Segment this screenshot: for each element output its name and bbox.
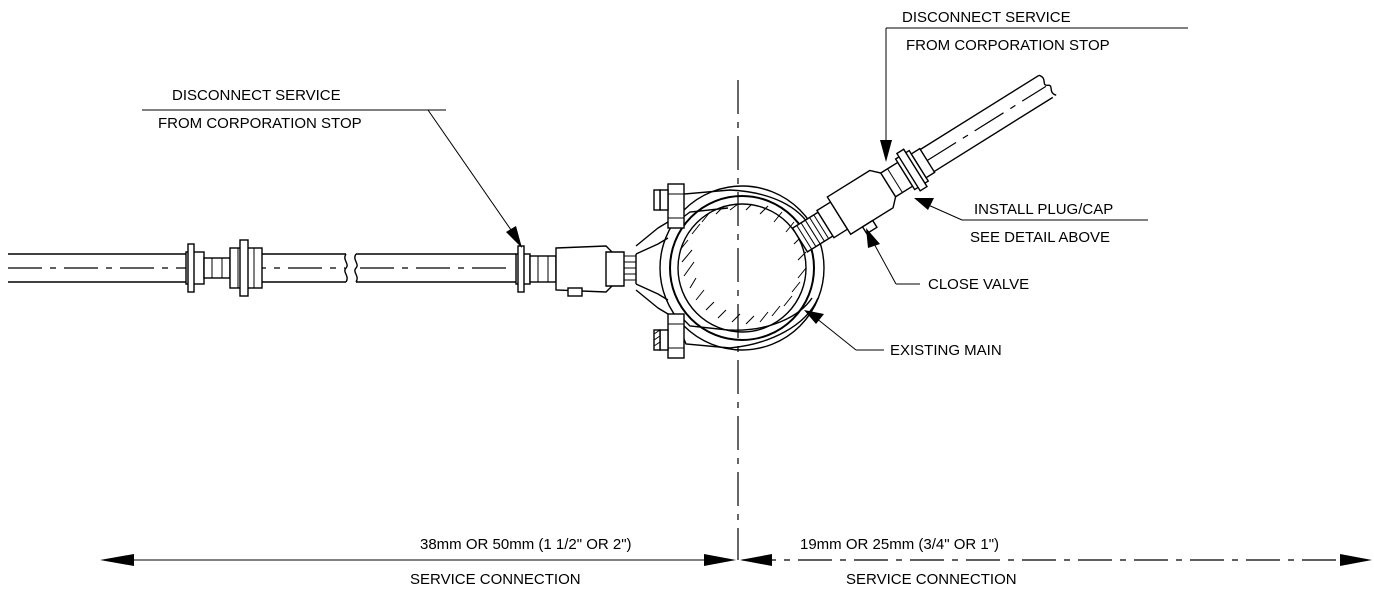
left-disconnect-line1: DISCONNECT SERVICE <box>172 87 341 104</box>
lower-saddle-bolt <box>653 313 685 359</box>
upper-saddle-bolt <box>653 183 685 229</box>
existing-main-leader <box>804 310 884 351</box>
install-plug-line2: SEE DETAIL ABOVE <box>970 229 1110 246</box>
left-dimension-label: SERVICE CONNECTION <box>410 571 581 588</box>
right-dimension-line <box>740 554 1372 566</box>
left-corporation-stop <box>515 221 669 315</box>
existing-main-label: EXISTING MAIN <box>890 342 1002 359</box>
left-dimension-line <box>100 554 736 566</box>
close-valve-label: CLOSE VALVE <box>928 276 1029 293</box>
right-disconnect-line1: DISCONNECT SERVICE <box>902 9 1071 26</box>
left-union-coupling <box>185 239 263 297</box>
left-stop-threads <box>624 254 637 284</box>
left-disconnect-leader <box>142 109 522 248</box>
right-service-pipe <box>791 74 1057 253</box>
right-disconnect-line2: FROM CORPORATION STOP <box>906 37 1110 54</box>
install-plug-leader <box>914 198 1148 221</box>
left-disconnect-line2: FROM CORPORATION STOP <box>158 115 362 132</box>
left-dimension-size: 38mm OR 50mm (1 1/2" OR 2") <box>420 536 632 553</box>
pipe-wall-hatch <box>679 203 807 325</box>
install-plug-line1: INSTALL PLUG/CAP <box>974 201 1113 218</box>
close-valve-leader <box>866 228 920 285</box>
left-service-pipe <box>8 253 516 283</box>
right-dimension-label: SERVICE CONNECTION <box>846 571 1017 588</box>
right-dimension-size: 19mm OR 25mm (3/4" OR 1") <box>800 536 999 553</box>
right-disconnect-leader <box>880 27 1188 162</box>
existing-main <box>653 183 825 359</box>
